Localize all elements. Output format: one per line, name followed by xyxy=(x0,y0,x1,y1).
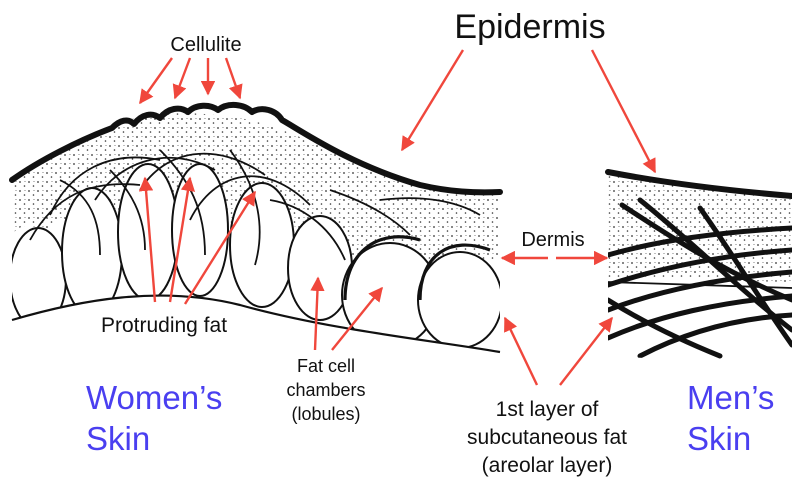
fat-cell-label-line-1: Fat cell xyxy=(297,356,355,376)
cellulite-arrow-2 xyxy=(175,58,190,98)
areolar-label-line-1: 1st layer of xyxy=(496,398,599,421)
areolar-arrow-men xyxy=(560,318,612,385)
epidermis-arrow-women xyxy=(402,50,463,150)
womens-skin-illustration xyxy=(10,105,502,352)
mens-skin-illustration xyxy=(608,172,792,356)
epidermis-arrow-men xyxy=(592,50,655,172)
epidermis-label: Epidermis xyxy=(454,8,605,46)
areolar-label-line-2: subcutaneous fat xyxy=(467,426,627,449)
cellulite-arrow-4 xyxy=(226,58,240,98)
areolar-arrow-women xyxy=(505,318,537,385)
fat-cell-label-line-2: chambers xyxy=(286,380,365,400)
mens-skin-heading-line-1: Men’s xyxy=(687,379,774,416)
dermis-label: Dermis xyxy=(521,229,584,251)
protruding-fat-label: Protruding fat xyxy=(101,314,227,337)
cellulite-label: Cellulite xyxy=(170,34,241,56)
cellulite-arrow-1 xyxy=(140,58,172,103)
fat-cell-label-line-3: (lobules) xyxy=(291,404,360,424)
mens-skin-heading-line-2: Skin xyxy=(687,420,751,457)
womens-skin-heading-line-1: Women’s xyxy=(86,379,222,416)
areolar-label-line-3: (areolar layer) xyxy=(482,454,613,477)
womens-skin-heading-line-2: Skin xyxy=(86,420,150,457)
